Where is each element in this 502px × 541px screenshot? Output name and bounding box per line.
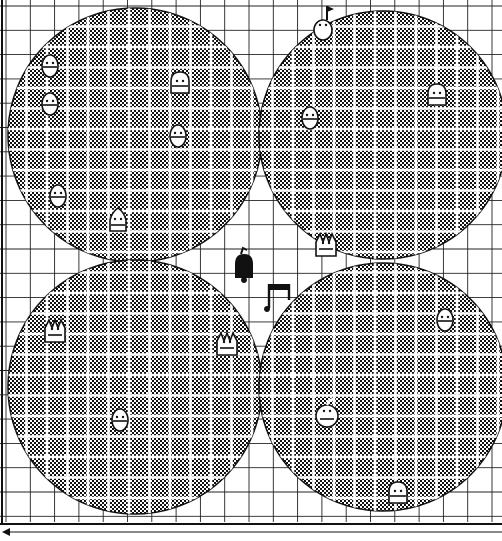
loose-pieces bbox=[235, 248, 290, 312]
egg-face-icon[interactable] bbox=[50, 185, 66, 207]
egg-face-icon[interactable] bbox=[302, 107, 318, 129]
egg-face-icon[interactable] bbox=[112, 409, 128, 431]
bell-icon[interactable] bbox=[235, 248, 253, 283]
bell-face-icon[interactable] bbox=[428, 84, 446, 105]
crown-face-icon[interactable] bbox=[217, 333, 237, 355]
bell-face-icon[interactable] bbox=[171, 72, 189, 93]
egg-face-icon[interactable] bbox=[42, 93, 58, 115]
bell-face-icon[interactable] bbox=[389, 482, 407, 503]
crown-face-icon[interactable] bbox=[45, 320, 65, 342]
egg-face-icon[interactable] bbox=[42, 55, 58, 77]
crown-face-icon[interactable] bbox=[316, 234, 336, 256]
egg-face-icon[interactable] bbox=[437, 309, 453, 331]
egg-face-icon[interactable] bbox=[170, 125, 186, 147]
